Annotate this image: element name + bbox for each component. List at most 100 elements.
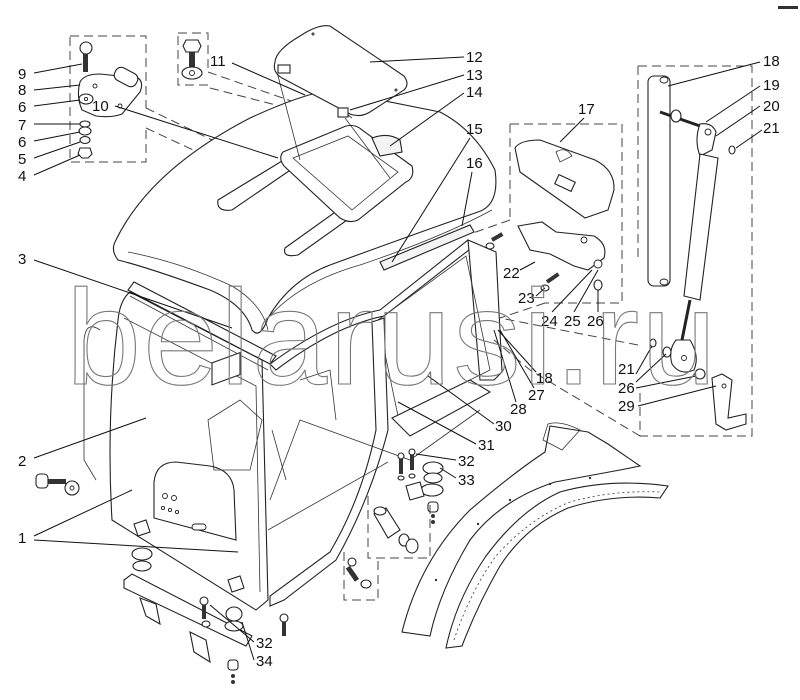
strut-rod-collar <box>670 109 682 123</box>
cab-inner-wall <box>299 369 337 421</box>
circlip-upper <box>728 145 736 155</box>
roof-hatch-lid <box>273 25 408 117</box>
panel-hole <box>167 507 173 513</box>
callout-20: 20 <box>763 98 780 115</box>
fender-outer-panel <box>401 425 642 637</box>
bolt-detail-box-lower <box>343 552 379 601</box>
cab-support-beam <box>123 573 253 647</box>
beam-lower-bushing <box>227 659 239 671</box>
callout-18: 18 <box>536 370 553 387</box>
side-bolt-shank <box>48 479 66 484</box>
roof-seal-strip <box>379 224 475 271</box>
callout-13: 13 <box>466 67 483 84</box>
gas-strut-piston <box>680 299 692 341</box>
beam-rubber-mount <box>224 620 244 632</box>
mount-pin-shank <box>345 565 360 582</box>
hinge-washer-hole <box>83 96 89 102</box>
callout-23: 23 <box>518 290 535 307</box>
lock-cover-ridge <box>555 149 573 163</box>
callout-4: 4 <box>18 168 26 185</box>
hinge-lock-washer <box>79 135 91 145</box>
left-mount-group <box>35 473 289 684</box>
mount-washer <box>408 473 416 479</box>
cab-frame <box>83 239 503 611</box>
rubber-mount <box>423 472 443 484</box>
callout-7: 7 <box>18 117 26 134</box>
lid-screw <box>311 32 315 36</box>
callout-21: 21 <box>618 361 635 378</box>
hinge-bolt-shank <box>83 54 88 72</box>
cab-handrail <box>83 326 101 481</box>
gas-strut-cylinder <box>683 153 719 301</box>
lock-detail-group <box>485 123 623 304</box>
mount-detail-box <box>367 496 431 559</box>
callout-21: 21 <box>763 120 780 137</box>
bolt-detail-group <box>177 32 209 86</box>
callout-16: 16 <box>466 155 483 172</box>
callout-30: 30 <box>495 418 512 435</box>
hinge-bolt-head <box>79 41 93 55</box>
front-mount-callouts: 32 33 <box>415 453 475 489</box>
fender-rivet <box>588 476 592 480</box>
mount-bolt <box>399 458 403 474</box>
roof-callouts: 10 11 12 13 14 15 16 <box>92 49 483 263</box>
strut-eye-fitting <box>696 123 717 157</box>
callout-19: 19 <box>763 77 780 94</box>
fender-rivet <box>548 482 552 486</box>
strut-callouts: 18 19 20 21 21 26 29 <box>618 53 780 415</box>
lock-screw <box>485 232 504 250</box>
cab-roof <box>112 25 497 334</box>
roof-seal-pad <box>371 134 403 157</box>
assembly-line <box>499 302 546 319</box>
callout-6: 6 <box>18 99 26 116</box>
callout-5: 5 <box>18 151 26 168</box>
callout-12: 12 <box>466 49 483 66</box>
left-callouts: 3 2 1 32 34 <box>18 251 273 670</box>
lock-callouts: 17 22 23 24 25 26 <box>503 101 604 330</box>
fender-rivet <box>508 498 512 502</box>
callout-25: 25 <box>564 313 581 330</box>
lock-hole <box>580 236 588 244</box>
bracket-hole <box>721 383 727 389</box>
callout-32: 32 <box>256 635 273 652</box>
door-handle <box>271 429 287 481</box>
hatch-arm <box>276 71 301 161</box>
hatch-hinge-bracket <box>277 64 291 74</box>
cab-rear-top-beam-line <box>129 295 269 371</box>
callout-3: 3 <box>18 251 26 268</box>
roof-hatch-frame-inner <box>292 135 399 211</box>
cab-seat-base <box>211 351 241 386</box>
roof-bolt-head <box>182 39 202 53</box>
strut-tube-end <box>659 76 669 84</box>
mount-spacer-washer <box>405 538 419 554</box>
cab-rear-window-edge <box>123 317 261 593</box>
hatch-arm <box>344 117 391 179</box>
strut-tube <box>647 75 671 287</box>
beam-nut <box>231 680 235 684</box>
strut-mount-bracket <box>711 373 747 431</box>
callout-14: 14 <box>466 84 483 101</box>
hinge-nut <box>77 147 93 159</box>
loose-bolt-shank <box>282 622 286 636</box>
fender <box>401 422 669 649</box>
panel-hole <box>171 495 177 501</box>
cab-step <box>391 379 492 437</box>
support-leg <box>139 597 161 626</box>
hinge-washer-lower <box>78 126 92 136</box>
rubber-mount <box>420 483 444 497</box>
mount-spacer-end <box>373 506 387 516</box>
mount-detail-group <box>343 496 431 601</box>
assembly-line <box>493 339 641 437</box>
fender-stitch <box>453 491 661 641</box>
cab-seat-outline <box>207 399 263 471</box>
mount-washer <box>397 475 405 481</box>
cab-right-door-glass <box>377 255 491 417</box>
cab-right-door-pillar <box>467 239 503 381</box>
callout-29: 29 <box>618 398 635 415</box>
cab-rear-top-beam <box>127 281 277 365</box>
hinge-plate-hole <box>92 83 98 89</box>
cab-floor <box>269 409 481 501</box>
callout-24: 24 <box>541 313 558 330</box>
rear-rubber-mount <box>132 560 152 572</box>
